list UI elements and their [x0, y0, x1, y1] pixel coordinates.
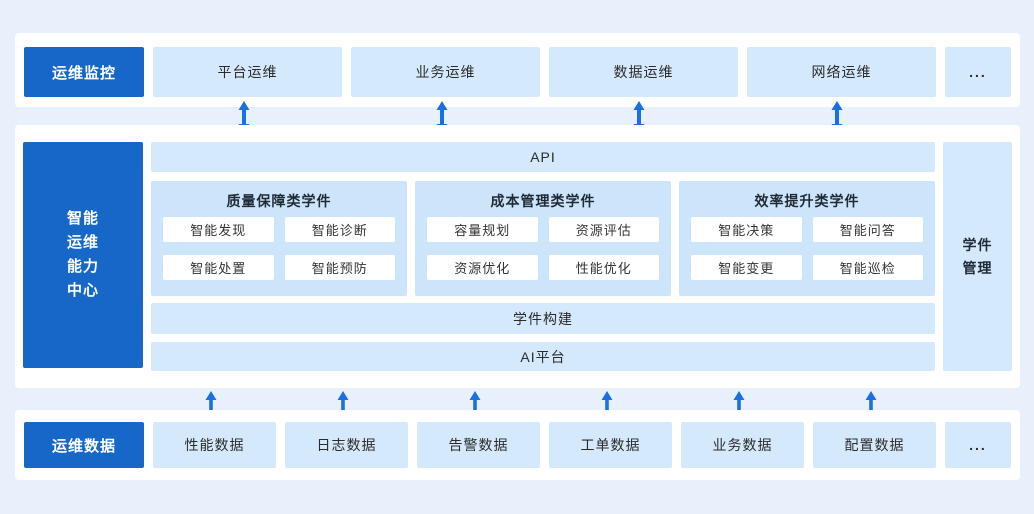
learnware-item: 性能优化 — [548, 255, 659, 280]
up-arrow-icon — [600, 391, 614, 411]
learnware-item: 容量规划 — [427, 217, 538, 242]
manage-line: 管理 — [962, 259, 993, 276]
up-arrow-icon — [864, 391, 878, 411]
column-grid: 容量规划 资源评估 资源优化 性能优化 — [427, 217, 659, 280]
bottom-row-item-alert-data: 告警数据 — [417, 422, 540, 468]
ops-data-label: 运维数据 — [24, 422, 144, 468]
sidebar-line: 运维 — [66, 234, 99, 251]
bottom-row-item-business-data: 业务数据 — [681, 422, 804, 468]
efficiency-improvement-panel: 效率提升类学件 智能决策 智能问答 智能变更 智能巡检 — [679, 181, 935, 296]
cost-management-panel: 成本管理类学件 容量规划 资源评估 资源优化 性能优化 — [415, 181, 671, 296]
bottom-row-item-performance-data: 性能数据 — [153, 422, 276, 468]
learnware-item: 智能预防 — [284, 255, 395, 280]
aiops-capability-center-label: 智能 运维 能力 中心 — [23, 142, 143, 368]
bottom-row-more-item: ... — [945, 422, 1011, 468]
learnware-management-column: 学件 管理 — [943, 142, 1012, 371]
sidebar-line: 能力 — [66, 258, 99, 275]
manage-line: 学件 — [962, 236, 993, 253]
sidebar-line: 中心 — [66, 282, 99, 299]
ops-monitoring-label: 运维监控 — [24, 47, 144, 97]
learnware-item: 资源评估 — [548, 217, 659, 242]
top-row-item-platform-ops: 平台运维 — [153, 47, 342, 97]
column-grid: 智能发现 智能诊断 智能处置 智能预防 — [163, 217, 395, 280]
learnware-build-bar: 学件构建 — [151, 303, 935, 334]
top-row-more-item: ... — [945, 47, 1011, 97]
up-arrow-icon — [468, 391, 482, 411]
up-arrow-icon — [336, 391, 350, 411]
learnware-item: 智能变更 — [691, 255, 802, 280]
learnware-item: 智能决策 — [691, 217, 802, 242]
up-arrow-icon — [204, 391, 218, 411]
quality-assurance-panel: 质量保障类学件 智能发现 智能诊断 智能处置 智能预防 — [151, 181, 407, 296]
learnware-columns: 质量保障类学件 智能发现 智能诊断 智能处置 智能预防 成本管理类学件 容量规划… — [151, 181, 935, 296]
bottom-row-item-log-data: 日志数据 — [285, 422, 408, 468]
column-title: 成本管理类学件 — [490, 193, 596, 209]
learnware-item: 资源优化 — [427, 255, 538, 280]
ops-monitoring-band: 运维监控 平台运维 业务运维 数据运维 网络运维 ... — [15, 33, 1020, 107]
learnware-item: 智能巡检 — [812, 255, 923, 280]
column-title: 质量保障类学件 — [226, 193, 332, 209]
learnware-item: 智能问答 — [812, 217, 923, 242]
top-row-item-network-ops: 网络运维 — [747, 47, 936, 97]
sidebar-line: 智能 — [66, 210, 99, 227]
aiops-capability-center-band: 智能 运维 能力 中心 API 质量保障类学件 智能发现 智能诊断 智能处置 智… — [15, 125, 1020, 388]
column-grid: 智能决策 智能问答 智能变更 智能巡检 — [691, 217, 923, 280]
bottom-row-item-config-data: 配置数据 — [813, 422, 936, 468]
ai-platform-bar: AI平台 — [151, 342, 935, 371]
learnware-item: 智能诊断 — [284, 217, 395, 242]
column-title: 效率提升类学件 — [754, 193, 860, 209]
bottom-row-item-ticket-data: 工单数据 — [549, 422, 672, 468]
top-row-item-business-ops: 业务运维 — [351, 47, 540, 97]
top-row-item-data-ops: 数据运维 — [549, 47, 738, 97]
ops-data-band: 运维数据 性能数据 日志数据 告警数据 工单数据 业务数据 配置数据 ... — [15, 410, 1020, 480]
learnware-item: 智能发现 — [163, 217, 274, 242]
api-bar: API — [151, 142, 935, 172]
learnware-item: 智能处置 — [163, 255, 274, 280]
up-arrow-icon — [732, 391, 746, 411]
